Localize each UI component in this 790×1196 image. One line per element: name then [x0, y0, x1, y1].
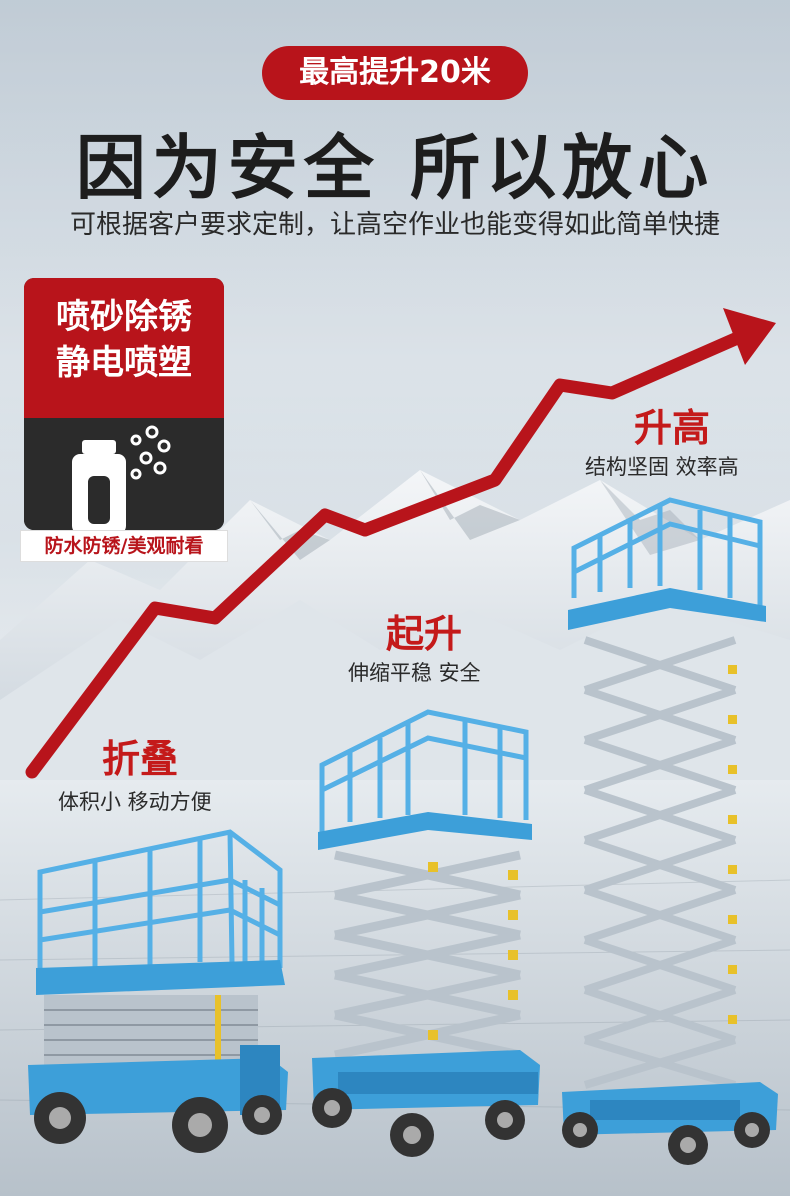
page-subtitle: 可根据客户要求定制，让高空作业也能变得如此简单快捷: [69, 210, 720, 240]
feature-caption: 防水防锈/美观耐看: [20, 530, 228, 562]
stage-raised-desc: 结构坚固 效率高: [585, 455, 739, 479]
feature-line-1: 喷砂除锈: [56, 297, 192, 337]
spray-bottle-icon: [72, 425, 171, 530]
stage-lifting-title: 起升: [386, 612, 463, 656]
stage-folded-desc: 体积小 移动方便: [58, 790, 212, 814]
feature-line-2: 静电喷塑: [56, 343, 192, 383]
stage-raised-title: 升高: [634, 406, 711, 450]
lifting-scissor-lift: [312, 709, 540, 1157]
raised-scissor-lift: [562, 497, 778, 1165]
max-height-badge: 最高提升20米: [262, 46, 528, 100]
stage-lifting-desc: 伸缩平稳 安全: [348, 661, 481, 685]
stage-folded-title: 折叠: [102, 737, 179, 781]
feature-heading: 喷砂除锈 静电喷塑: [24, 278, 224, 418]
page-title: 因为安全 所以放心: [75, 127, 715, 209]
coating-feature-card: 喷砂除锈 静电喷塑: [24, 278, 224, 530]
folded-scissor-lift: [28, 829, 288, 1153]
